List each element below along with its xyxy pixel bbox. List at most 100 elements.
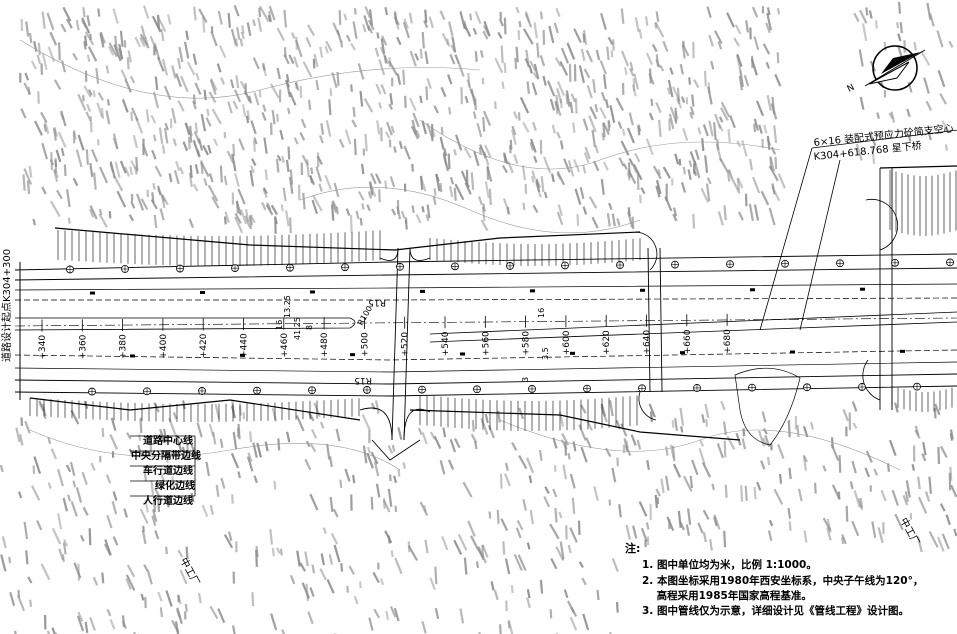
terrain-mark [40, 111, 48, 123]
terrain-mark [25, 21, 30, 37]
terrain-mark [580, 446, 588, 463]
terrain-mark [145, 109, 150, 123]
terrain-mark [27, 576, 33, 584]
terrain-mark [639, 194, 642, 204]
terrain-mark [363, 97, 374, 113]
terrain-mark [845, 505, 849, 522]
terrain-mark [424, 9, 428, 23]
terrain-mark [572, 159, 581, 173]
terrain-mark [237, 188, 246, 205]
terrain-mark [98, 208, 103, 216]
terrain-mark [457, 534, 468, 551]
terrain-mark [578, 424, 587, 441]
terrain-mark [86, 15, 91, 27]
svg-text:N: N [846, 83, 857, 95]
bridge-leader [759, 129, 957, 331]
terrain-mark [594, 145, 599, 154]
terrain-mark [425, 86, 429, 100]
terrain-mark [588, 115, 597, 133]
terrain-mark [279, 89, 282, 103]
terrain-mark [594, 103, 599, 113]
terrain-mark [953, 528, 957, 537]
terrain-mark [905, 480, 911, 498]
terrain-mark [622, 444, 626, 454]
terrain-mark [441, 536, 449, 551]
street-lamp-icon [308, 386, 316, 395]
terrain-mark [299, 85, 303, 98]
terrain-mark [348, 565, 355, 575]
terrain-mark [34, 120, 44, 136]
manhole-icon [640, 288, 645, 292]
terrain-mark [157, 57, 165, 72]
terrain-mark [407, 545, 419, 561]
terrain-mark [331, 204, 335, 221]
slope-hatching [29, 170, 957, 431]
terrain-mark [293, 137, 299, 145]
terrain-mark [117, 48, 124, 60]
station-label: +540 [441, 331, 451, 356]
terrain-mark [419, 175, 424, 190]
terrain-mark [441, 32, 450, 46]
terrain-mark [665, 475, 670, 491]
terrain-mark [714, 113, 722, 129]
terrain-mark [460, 170, 470, 188]
terrain-mark [167, 14, 172, 25]
terrain-mark [439, 460, 446, 475]
terrain-mark [106, 99, 111, 106]
manhole-icon [680, 351, 685, 355]
terrain-mark [611, 467, 617, 483]
terrain-mark [688, 160, 693, 168]
terrain-mark [276, 113, 279, 122]
terrain-mark [397, 469, 401, 477]
terrain-mark [611, 213, 616, 227]
terrain-mark [139, 37, 146, 48]
terrain-mark [560, 47, 570, 64]
terrain-mark [529, 142, 535, 151]
terrain-mark [674, 153, 680, 165]
terrain-mark [433, 188, 437, 196]
terrain-mark [706, 177, 712, 185]
terrain-mark [41, 142, 48, 160]
terrain-mark [378, 189, 381, 203]
terrain-mark [723, 530, 727, 548]
terrain-mark [236, 427, 240, 438]
terrain-mark [230, 453, 240, 469]
terrain-mark [175, 73, 182, 88]
terrain-mark [188, 218, 194, 228]
terrain-mark [152, 182, 156, 190]
terrain-mark [123, 508, 128, 518]
terrain-mark [234, 173, 240, 187]
terrain-mark [98, 166, 109, 184]
terrain-mark [736, 53, 743, 68]
terrain-mark [582, 29, 588, 46]
terrain-mark [111, 451, 115, 458]
terrain-mark [539, 11, 544, 20]
terrain-mark [607, 121, 611, 132]
terrain-mark [426, 77, 432, 89]
terrain-mark [56, 468, 64, 487]
terrain-mark [391, 444, 396, 452]
terrain-mark [689, 475, 694, 489]
terrain-mark [55, 149, 62, 163]
terrain-mark [329, 496, 334, 513]
terrain-mark [82, 95, 85, 102]
cross-section-dims: 41.25 13.25 16 8 16 3.5 3 [275, 295, 550, 382]
terrain-mark [161, 194, 169, 206]
terrain-mark [526, 589, 531, 599]
terrain-mark [257, 17, 263, 32]
terrain-mark [236, 26, 241, 40]
terrain-mark [596, 589, 600, 601]
terrain-mark [765, 61, 771, 69]
street-lamp-icon [121, 265, 129, 273]
terrain-mark [640, 187, 646, 195]
terrain-mark [295, 81, 298, 89]
terrain-mark [209, 504, 214, 515]
terrain-mark [638, 501, 648, 517]
terrain-mark [627, 162, 632, 178]
terrain-mark [192, 100, 197, 110]
terrain-mark [90, 462, 96, 471]
terrain-mark [518, 21, 522, 28]
terrain-mark [708, 120, 714, 137]
terrain-mark [81, 17, 91, 34]
